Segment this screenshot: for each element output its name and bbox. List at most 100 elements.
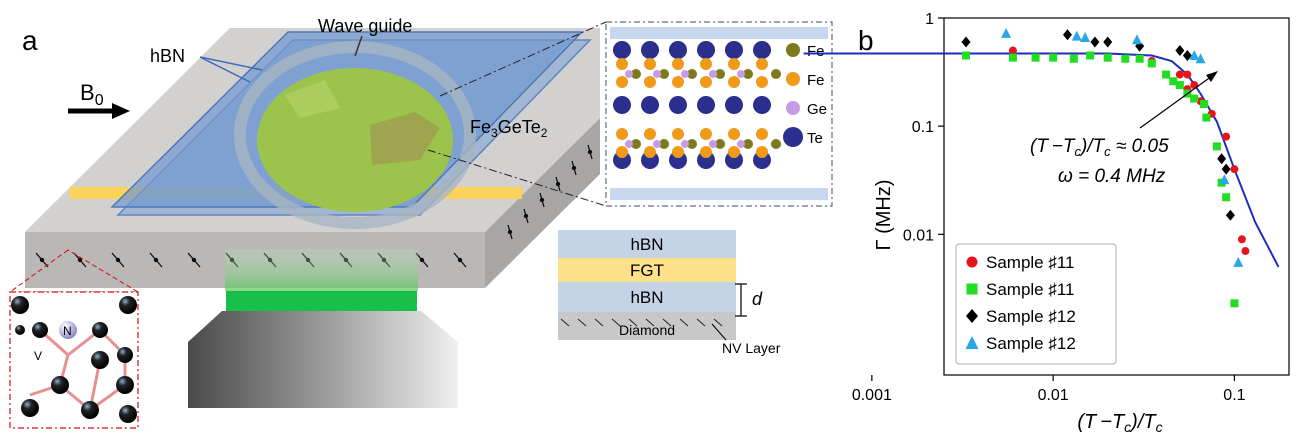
data-point-triangle: [1131, 34, 1142, 45]
fe-atom: [644, 58, 656, 70]
data-point-circle: [1230, 165, 1239, 174]
ge-atom: [653, 70, 661, 78]
stack-spin-arrow: [679, 318, 689, 327]
panel-a-label: a: [22, 25, 38, 56]
legend-label: Sample ♯12: [986, 307, 1076, 326]
data-point-diamond: [1217, 153, 1227, 165]
nv-spin-arrow: [507, 224, 513, 240]
legend-atom-label: Te: [807, 130, 823, 147]
legend-atom-swatch: [786, 43, 800, 57]
hbn-pointer-1: [199, 56, 263, 71]
fe-atom: [687, 69, 697, 79]
fe-atom: [756, 58, 768, 70]
data-point-triangle: [1080, 32, 1091, 43]
data-point-square: [1031, 53, 1040, 62]
stack-layer-label: FGT: [630, 261, 664, 280]
data-point-square: [966, 283, 978, 295]
fe-atom: [715, 139, 725, 149]
data-point-square: [1175, 81, 1184, 90]
fe-atom: [756, 76, 768, 88]
legend-atom-label: Ge: [807, 101, 827, 118]
fe-atom: [771, 69, 781, 79]
y-axis-label: Γ (MHz): [873, 180, 895, 251]
data-point-square: [1121, 54, 1130, 63]
carbon-atom: [32, 322, 48, 338]
fe-atom: [700, 128, 712, 140]
x-tick-label: 0.1: [1223, 387, 1245, 404]
data-point-triangle: [1189, 50, 1200, 61]
stack-spin-arrow: [577, 318, 587, 327]
data-point-diamond: [966, 309, 978, 323]
stack-spin-arrow: [696, 318, 706, 327]
nv-spin-arrow: [73, 252, 87, 268]
carbon-atom: [116, 376, 134, 394]
data-point-square: [1086, 51, 1095, 60]
annotation-line-2: ω = 0.4 MHz: [1058, 166, 1166, 187]
fe-atom: [672, 146, 684, 158]
ge-atom: [681, 70, 689, 78]
panel-b-label: b: [858, 25, 874, 56]
fe-atom: [644, 128, 656, 140]
te-atom: [697, 96, 715, 114]
nv-spin-arrow: [587, 144, 593, 160]
laser-beam: [225, 249, 418, 291]
crystal-inset-bottom-bar: [610, 188, 828, 200]
ge-atom: [653, 140, 661, 148]
nv-spin-arrow: [453, 252, 467, 268]
ge-atom: [625, 70, 633, 78]
carbon-atom: [15, 325, 25, 335]
legend-box: [955, 243, 1117, 365]
stack-layer-label: hBN: [630, 288, 663, 307]
fe-atom: [715, 69, 725, 79]
te-atom: [641, 96, 659, 114]
nv-spins-side: [507, 144, 593, 240]
data-point-square: [1230, 299, 1239, 308]
fe-atom: [700, 146, 712, 158]
fe-atom: [616, 58, 628, 70]
hbn-label: hBN: [150, 46, 185, 66]
nitrogen-label: N: [63, 324, 72, 338]
te-atom: [669, 41, 687, 59]
fe-atom: [616, 128, 628, 140]
data-point-square: [1008, 53, 1017, 62]
data-point-square: [1190, 94, 1199, 103]
fe-atom: [728, 128, 740, 140]
data-point-square: [1212, 142, 1221, 151]
x-axis-label: (T −Tc)/Tc: [1077, 411, 1162, 435]
fe-atom: [728, 76, 740, 88]
te-atom: [753, 96, 771, 114]
nv-spin-arrow: [35, 252, 49, 268]
fe-atom: [672, 128, 684, 140]
stack-layer: hBN: [558, 230, 736, 258]
legend-atom-label: Fe: [807, 43, 825, 60]
stack-spin-arrow: [662, 318, 672, 327]
fe-atom: [631, 139, 641, 149]
data-point-circle: [1190, 81, 1199, 90]
waveguide-label: Wave guide: [318, 16, 412, 36]
nv-lattice: NV: [11, 296, 137, 423]
b-field-label: B0: [80, 80, 104, 109]
fe-atom: [743, 69, 753, 79]
x-tick-label: 0.01: [1038, 387, 1069, 404]
data-point-circle: [966, 256, 978, 268]
carbon-atom: [51, 376, 69, 394]
objective-lens: [188, 311, 458, 408]
x-tick-label: 0.001: [852, 387, 892, 404]
data-point-diamond: [1090, 36, 1100, 48]
nv-layer-pointer: [711, 323, 727, 341]
fe-atom: [771, 139, 781, 149]
te-atom: [725, 96, 743, 114]
te-atom: [725, 41, 743, 59]
fe-atom: [644, 76, 656, 88]
carbon-atom: [21, 399, 39, 417]
fe-atom: [616, 146, 628, 158]
annotation-arrow: [1139, 75, 1213, 129]
stack-layer: hBN: [558, 282, 736, 312]
data-point-circle: [1222, 132, 1231, 141]
crystal-lattice: [613, 41, 781, 169]
nv-spin-arrow: [539, 192, 545, 208]
zoom-line-1: [439, 21, 607, 97]
ge-atom: [625, 140, 633, 148]
data-point-diamond: [1225, 209, 1235, 221]
